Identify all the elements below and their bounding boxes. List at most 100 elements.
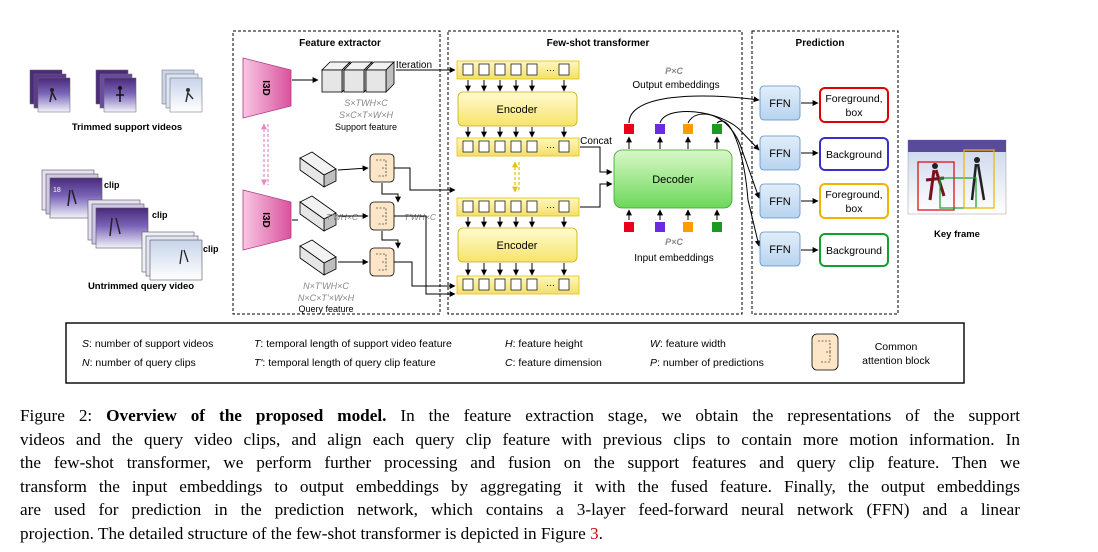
support-dim-2: S×C×T×W×H (339, 110, 394, 120)
query-clip-label-2: clip (152, 210, 168, 220)
svg-text:Decoder: Decoder (652, 174, 694, 186)
support-video-1 (29, 69, 71, 113)
svg-text:···: ··· (546, 202, 555, 212)
caption-line-2: videos and the query video clips, and al… (20, 429, 1020, 449)
prediction-title: Prediction (796, 38, 845, 49)
query-dim-1: N×T'WH×C (303, 281, 349, 291)
query-clip-2: clip (87, 199, 168, 249)
common-attention-block-1 (369, 153, 395, 183)
query-clip-label-3: clip (203, 244, 219, 254)
key-frame-label: Key frame (934, 229, 980, 240)
legend-attention-block-icon (811, 333, 839, 371)
query-dim-2: N×C×T'×W×H (298, 293, 355, 303)
support-dim-1: S×TWH×C (344, 98, 388, 108)
query-video-clips: 18 clip clip clip Untrimmed query video (41, 169, 219, 292)
input-embeddings-label: Input embeddings (634, 253, 714, 264)
query-clip-feature-2 (299, 195, 337, 232)
caption-figure-ref[interactable]: 3 (590, 523, 599, 543)
legend-desc-P: : number of predictions (657, 357, 764, 369)
query-clip-1: 18 clip (41, 169, 120, 219)
encoder-top: Encoder (457, 91, 578, 127)
caption-line-3: the few-shot transformer, we perform fur… (20, 453, 1020, 473)
query-video-label: Untrimmed query video (88, 281, 194, 292)
prediction-output-box-3 (819, 183, 889, 219)
i3d-query: I3D (242, 189, 292, 251)
i3d-support: I3D (242, 57, 292, 119)
common-attention-block-3 (369, 247, 395, 277)
svg-text:Encoder: Encoder (497, 104, 538, 116)
svg-text:W: feature width: W: feature width (650, 338, 726, 350)
prediction-output-line1-3: Foreground, (825, 189, 882, 201)
query-feature-label: Query feature (298, 304, 353, 314)
support-feature-label: Support feature (335, 122, 397, 132)
caption-line-1: Figure 2: Overview of the proposed model… (20, 404, 1020, 428)
legend-symbol-N: N (82, 357, 90, 369)
decoder-block: Decoder (613, 149, 733, 209)
common-attention-block-2 (369, 201, 395, 231)
legend-symbol-T: T (254, 338, 262, 350)
few-shot-transformer-title: Few-shot transformer (547, 38, 650, 49)
encoder-bottom: Encoder (457, 227, 578, 263)
input-embedding-tokens (624, 209, 722, 232)
prediction-region (751, 30, 899, 315)
prediction-head-1: FFN Foreground, box (759, 85, 889, 123)
svg-text:···: ··· (546, 65, 555, 75)
ffn-label-4: FFN (769, 244, 790, 256)
encoder-arrows (465, 80, 567, 276)
prediction-output-box-2 (819, 137, 889, 171)
output-dim: P×C (665, 66, 683, 76)
query-flow-arrows (292, 165, 456, 297)
svg-text:C: feature dimension: C: feature dimension (505, 357, 602, 369)
support-feature-cuboids: S×TWH×C S×C×T×W×H Support feature (321, 61, 397, 132)
prediction-head-3: FFN Foreground, box (759, 183, 889, 219)
symbol-legend: S: number of support videos N: number of… (65, 322, 965, 384)
iteration-label: Iteration (396, 60, 432, 71)
token-to-ffn-arrows (628, 95, 761, 247)
query-clip-dim-2: T'WH×C (404, 212, 437, 222)
few-shot-transformer-region (447, 30, 743, 315)
legend-desc-C: : feature dimension (513, 357, 602, 369)
output-embeddings-label: Output embeddings (632, 80, 719, 91)
svg-text:P: number of predictions: P: number of predictions (650, 357, 764, 369)
frame-number-label: 18 (53, 187, 61, 194)
legend-symbol-W: W (650, 338, 661, 350)
legend-symbol-P: P (650, 357, 657, 369)
svg-text:T': temporal length of query c: T': temporal length of query clip featur… (254, 357, 436, 369)
legend-symbol-C: C (505, 357, 513, 369)
prediction-head-4: FFN Background (759, 231, 889, 267)
legend-desc-Tprime: : temporal length of query clip feature (262, 357, 436, 369)
caption-bold-title: Overview of the proposed model. (106, 406, 387, 425)
token-row-top: ··· (456, 60, 580, 80)
legend-desc-H: : feature height (513, 338, 583, 350)
legend-desc-W: : feature width (660, 338, 726, 350)
prediction-output-line1-4: Background (826, 245, 882, 257)
figure-caption: Figure 2: Overview of the proposed model… (20, 404, 1020, 546)
input-dim: P×C (665, 237, 683, 247)
prediction-head-2: FFN Background (759, 135, 889, 171)
ffn-label-2: FFN (769, 148, 790, 160)
svg-text:···: ··· (546, 280, 555, 290)
caption-line-6: projection. The detailed structure of th… (20, 522, 1020, 546)
token-row-mid-top: ··· (456, 137, 580, 157)
legend-symbol-Tprime: T' (254, 357, 263, 369)
caption-period: . (598, 523, 603, 543)
support-video-thumbnails: Trimmed support videos (29, 69, 203, 133)
svg-text:T: temporal length of support: T: temporal length of support video feat… (254, 338, 452, 350)
svg-text:H: feature height: H: feature height (505, 338, 583, 350)
token-row-mid-bottom: ··· (456, 197, 580, 217)
support-video-2 (95, 69, 137, 113)
query-clip-label-1: clip (104, 180, 120, 190)
prediction-output-line2-3: box (846, 203, 864, 215)
caption-line-4: transform the input embeddings to output… (20, 476, 1020, 496)
token-row-bottom: ··· (456, 275, 580, 295)
legend-symbol-H: H (505, 338, 513, 350)
svg-text:···: ··· (546, 142, 555, 152)
svg-text:N: number of query clips: N: number of query clips (82, 357, 196, 369)
query-clip-dim-1: T'WH×C (326, 212, 359, 222)
concat-arrows (580, 146, 613, 208)
prediction-output-line2-1: box (846, 107, 864, 119)
query-clip-feature-3 (299, 239, 337, 276)
svg-text:Encoder: Encoder (497, 240, 538, 252)
query-clip-3: clip (141, 231, 219, 281)
prediction-output-line1-2: Background (826, 149, 882, 161)
